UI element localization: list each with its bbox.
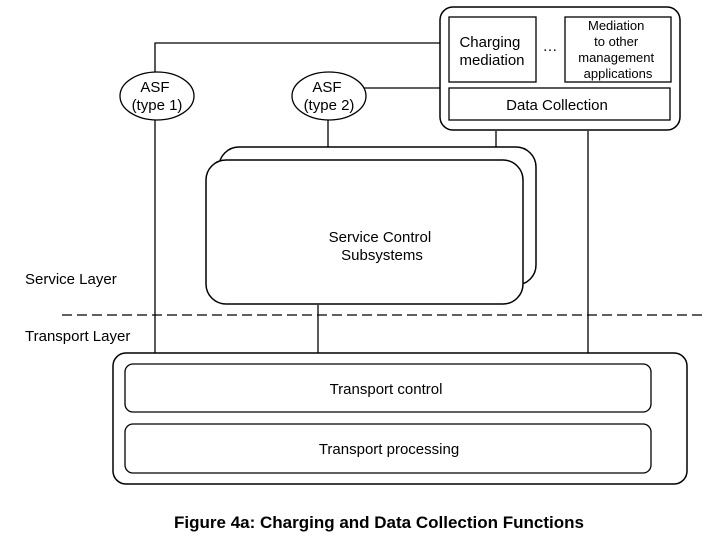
asf-type2-shape: [291, 71, 367, 121]
ellipsis-label: …: [543, 38, 558, 55]
charging-mediation-label: Charging mediation: [459, 34, 524, 69]
line-asf1-to-charging: [154, 42, 440, 73]
transport-control-box: [124, 363, 652, 413]
connector-lines: [154, 42, 589, 424]
service-control-subsystems: Service Control Subsystems: [205, 146, 537, 305]
transport-layer-label: Transport Layer: [25, 328, 130, 345]
mediation-other-label: Mediation to other management applicatio…: [578, 18, 658, 81]
service-control-label: Service Control Subsystems: [329, 229, 436, 264]
transport-processing-box: [124, 423, 652, 474]
mediation-group: Charging mediation … Mediation to other …: [439, 6, 681, 131]
asf-type1-shape: [119, 71, 195, 121]
asf-type1-label: ASF (type 1): [132, 79, 183, 114]
transport-processing-label: Transport processing: [319, 441, 459, 458]
data-collection-label: Data Collection: [506, 97, 608, 114]
service-control-front-box: [205, 159, 524, 305]
asf-type2: ASF (type 2): [291, 71, 367, 121]
data-collection-box: [448, 87, 671, 121]
transport-group: Transport control Transport processing: [112, 352, 688, 485]
transport-control-label: Transport control: [330, 381, 443, 398]
mediation-other-box: [564, 16, 672, 83]
service-layer-label: Service Layer: [25, 271, 117, 288]
charging-mediation-box: [448, 16, 537, 83]
asf-type2-label: ASF (type 2): [304, 79, 355, 114]
figure-caption: Figure 4a: Charging and Data Collection …: [174, 513, 584, 532]
asf-type1: ASF (type 1): [119, 71, 195, 121]
